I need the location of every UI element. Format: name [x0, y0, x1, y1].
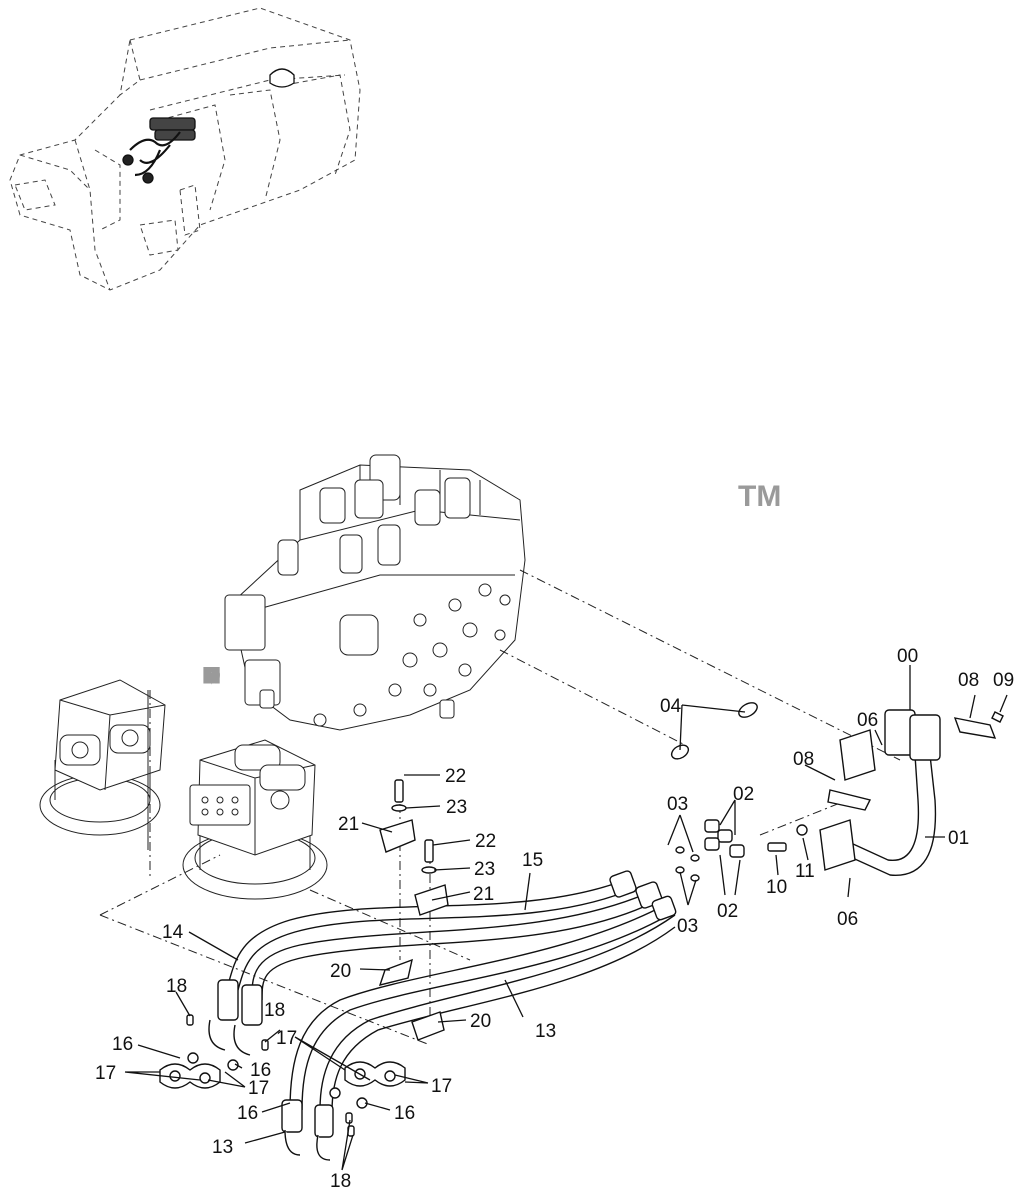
callout-00: 00	[897, 646, 918, 667]
callout-20-b: 20	[470, 1011, 491, 1032]
callout-10: 10	[766, 877, 787, 898]
callout-03-upper: 03	[667, 794, 688, 815]
callout-03-lower: 03	[677, 916, 698, 937]
callout-14: 14	[162, 922, 184, 943]
callout-08-left: 08	[793, 749, 814, 770]
callout-18-a: 18	[166, 976, 187, 997]
callout-06-upper: 06	[857, 710, 878, 731]
callout-04: 04	[660, 696, 682, 717]
callout-17-b: 17	[248, 1078, 269, 1099]
callout-01: 01	[948, 828, 969, 849]
callout-09: 09	[993, 670, 1014, 691]
callout-17-a: 17	[95, 1063, 116, 1084]
callout-21-b: 21	[473, 884, 494, 905]
callout-20-a: 20	[330, 961, 351, 982]
callout-11: 11	[795, 861, 815, 882]
control-valve-illustration	[224, 454, 526, 731]
callout-22-b: 22	[475, 831, 496, 852]
watermark-trademark: TM	[738, 480, 781, 513]
callout-16-c: 16	[237, 1103, 258, 1124]
callout-02-lower: 02	[717, 901, 738, 922]
callout-16-a: 16	[112, 1034, 133, 1055]
machine-overview-illustration	[9, 7, 361, 291]
swing-motor-left-illustration	[39, 679, 166, 850]
small-parts-illustration	[159, 702, 758, 1137]
callout-labels: 00 01 02 02 03 03 04 06 06 08 08 09 10 1…	[95, 646, 1014, 1192]
callout-18-b: 18	[264, 1000, 285, 1021]
leader-lines	[124, 665, 1008, 1171]
callout-17-d: 17	[431, 1076, 452, 1097]
callout-23-b: 23	[474, 859, 495, 880]
callout-16-d: 16	[394, 1103, 415, 1124]
hoses-illustration	[208, 870, 677, 1161]
callout-02-upper: 02	[733, 784, 754, 805]
callout-17-c: 17	[276, 1028, 297, 1049]
callout-21-a: 21	[338, 814, 359, 835]
callout-06-lower: 06	[837, 909, 858, 930]
callout-13-left: 13	[212, 1137, 233, 1158]
callout-18-c: 18	[330, 1171, 351, 1192]
pipe-assembly-illustration	[767, 709, 1004, 876]
callout-15: 15	[522, 850, 543, 871]
callout-22-a: 22	[445, 766, 466, 787]
swing-motor-right-illustration	[182, 739, 328, 900]
callout-23-a: 23	[446, 797, 467, 818]
callout-16-b: 16	[250, 1060, 271, 1081]
callout-13-right: 13	[535, 1021, 556, 1042]
watermark-text: SMDP	[205, 669, 219, 682]
callout-08-right: 08	[958, 670, 979, 691]
